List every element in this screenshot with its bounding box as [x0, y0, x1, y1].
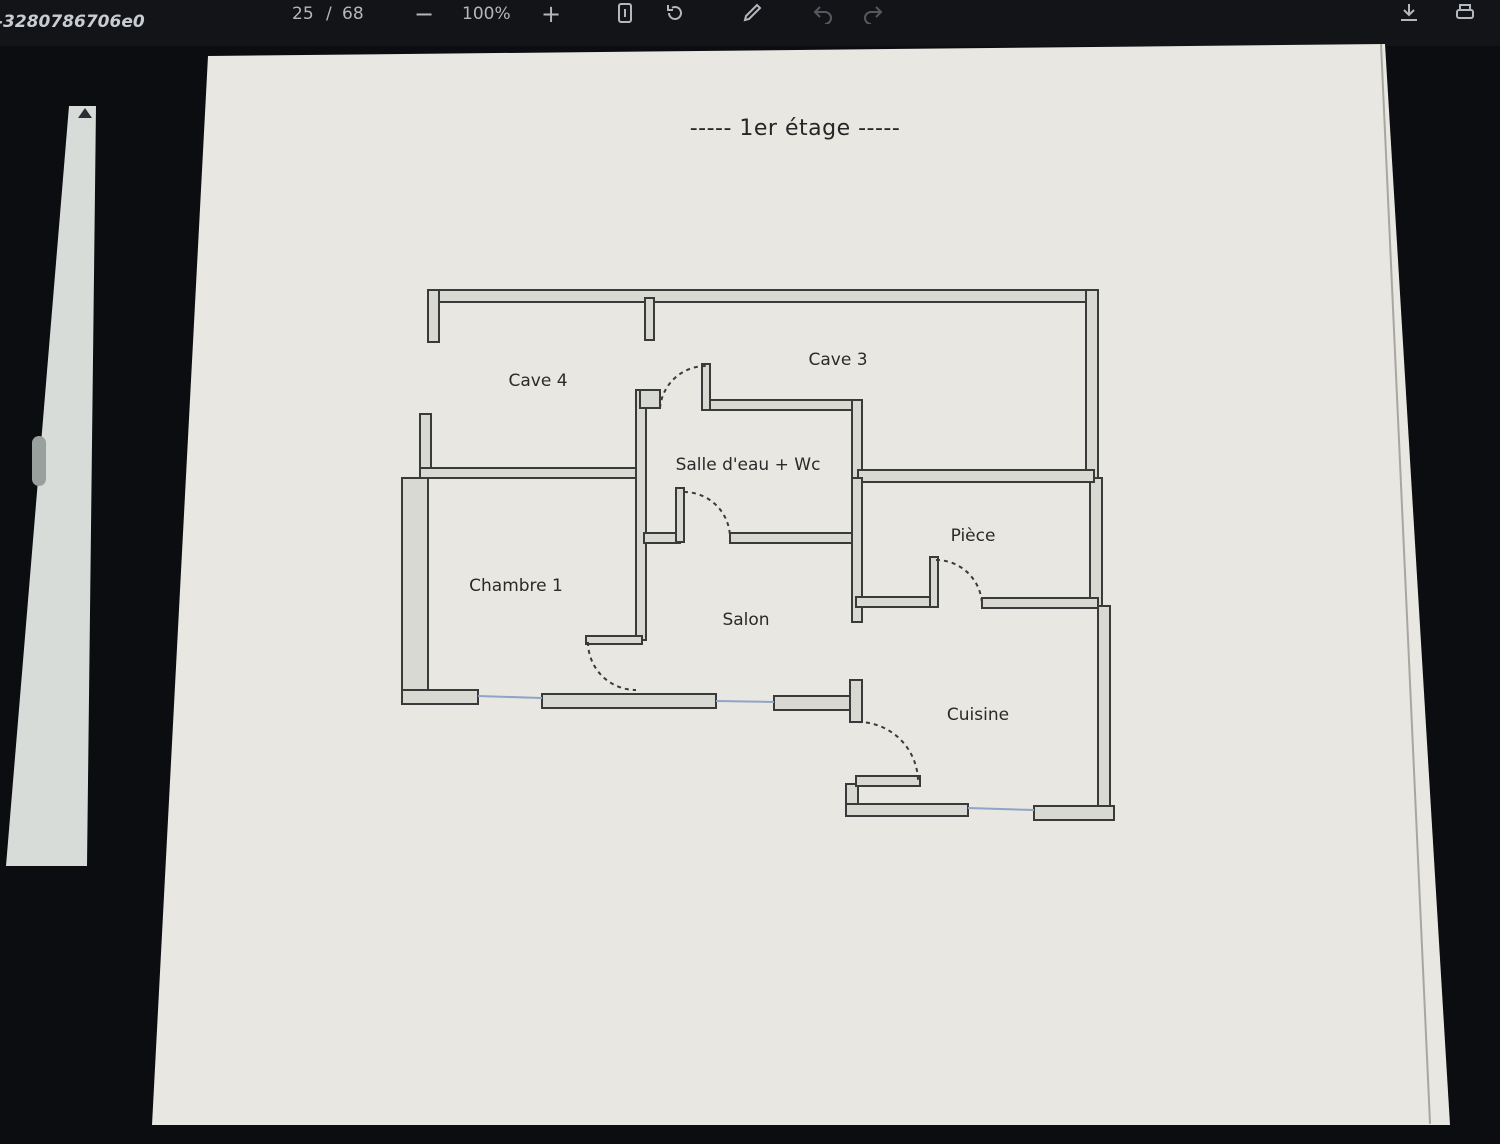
wall	[851, 477, 863, 623]
room-label-cuisine: Cuisine	[947, 705, 1009, 725]
wall	[1089, 477, 1103, 609]
wall	[929, 556, 939, 608]
room-label-piece: Pièce	[951, 526, 996, 546]
door-swing	[935, 558, 983, 605]
wall	[845, 803, 969, 817]
wall	[401, 477, 429, 705]
wall	[419, 413, 432, 473]
document-title: -3280786706e0	[0, 12, 145, 32]
document-page	[152, 44, 1450, 1125]
room-label-cave4: Cave 4	[508, 371, 567, 391]
wall	[1097, 605, 1111, 821]
wall	[635, 389, 647, 641]
download-icon[interactable]	[1398, 2, 1420, 24]
redo-icon[interactable]	[862, 2, 884, 25]
wall	[643, 532, 681, 544]
window	[715, 700, 775, 703]
wall	[857, 469, 1095, 483]
room-label-salon: Salon	[722, 610, 769, 630]
floor-heading: ----- 1er étage -----	[689, 116, 901, 141]
page-number-input[interactable]: 25	[292, 4, 314, 24]
draw-icon[interactable]	[742, 2, 764, 24]
wall	[585, 635, 643, 645]
scroll-up-icon[interactable]	[78, 108, 92, 118]
wall	[427, 289, 1099, 303]
wall	[427, 289, 440, 343]
wall	[849, 679, 863, 723]
wall	[855, 596, 937, 608]
window	[477, 695, 543, 699]
wall	[701, 363, 711, 411]
scrollbar-thumb[interactable]	[32, 436, 46, 486]
wall	[419, 467, 643, 479]
window	[967, 807, 1035, 811]
wall	[541, 693, 717, 709]
fit-page-icon[interactable]	[614, 2, 636, 24]
room-label-salle-deau: Salle d'eau + Wc	[676, 455, 821, 475]
wall	[1033, 805, 1115, 821]
door-swing	[659, 364, 707, 409]
pdf-toolbar: -3280786706e0 25 / 68 − 100% +	[0, 0, 1500, 46]
zoom-level[interactable]: 100%	[462, 4, 511, 24]
door-swing	[683, 491, 731, 539]
room-label-chambre1: Chambre 1	[469, 576, 563, 596]
wall	[773, 695, 859, 711]
door-swing	[857, 721, 919, 781]
room-label-cave3: Cave 3	[808, 350, 867, 370]
wall	[675, 487, 685, 543]
zoom-out-button[interactable]: −	[414, 0, 435, 28]
print-icon[interactable]	[1454, 2, 1476, 24]
wall	[1085, 289, 1099, 479]
door-swing	[587, 641, 637, 691]
undo-icon[interactable]	[812, 2, 834, 25]
wall	[701, 399, 863, 411]
wall	[981, 597, 1099, 609]
wall	[644, 297, 655, 341]
page-total: 68	[342, 4, 364, 24]
thumbnail-sidebar	[0, 46, 96, 1125]
wall	[729, 532, 861, 544]
zoom-in-button[interactable]: +	[541, 0, 562, 28]
wall	[401, 689, 479, 705]
wall	[855, 775, 921, 787]
rotate-icon[interactable]	[664, 2, 686, 24]
page-separator: /	[326, 4, 332, 24]
wall	[639, 389, 661, 409]
